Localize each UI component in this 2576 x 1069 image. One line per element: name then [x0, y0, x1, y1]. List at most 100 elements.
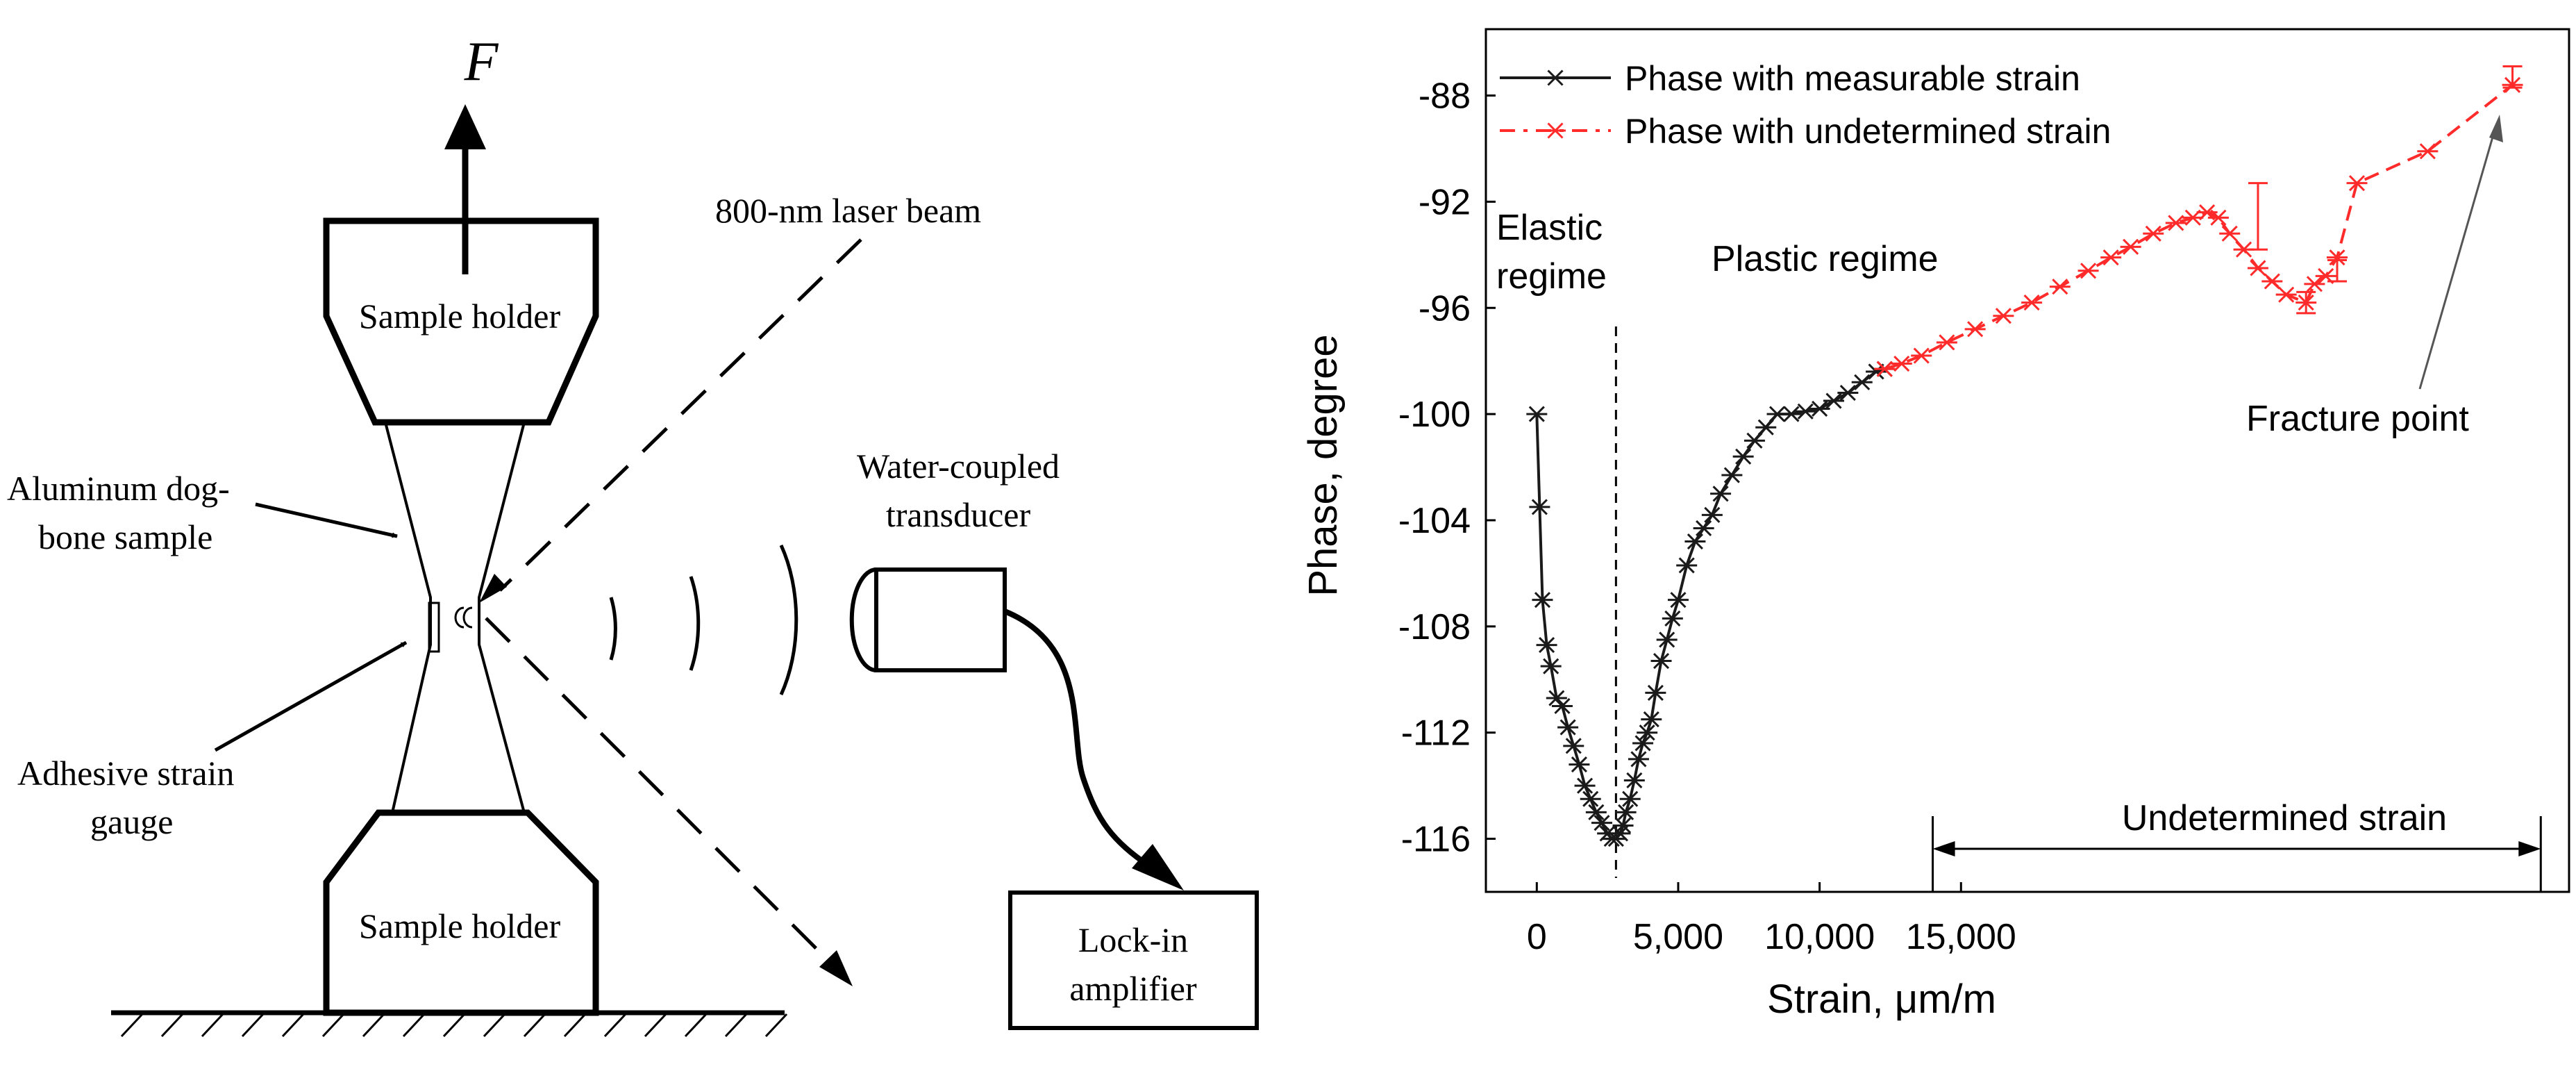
data-point: [2049, 279, 2071, 295]
fracture-pointer-arrowhead: [2489, 115, 2503, 142]
ground-hatch-mark: [603, 1013, 627, 1038]
error-bar: [2296, 290, 2316, 315]
series-line-1: [1884, 83, 2514, 371]
ground-hatch-mark: [402, 1013, 426, 1038]
data-point: [1780, 406, 1802, 422]
data-point: [1580, 790, 1601, 807]
data-point: [2219, 225, 2241, 242]
acoustic-waves: [609, 544, 798, 696]
legend-asterisk: [1545, 122, 1566, 139]
data-point: [2327, 249, 2348, 266]
laser-beam-arrowhead-out: [819, 950, 853, 986]
ground-hatch-mark: [321, 1013, 345, 1038]
data-point: [1612, 817, 1634, 834]
series-line-0: [1535, 367, 1885, 840]
data-point: [1743, 432, 1765, 449]
y-tick-label: -104: [1398, 501, 1471, 541]
legend-label-undetermined: Phase with undetermined strain: [1625, 112, 2111, 151]
data-point: [1721, 467, 1743, 483]
data-point: [2417, 143, 2439, 160]
top-sample-holder-label: Sample holder: [359, 297, 561, 335]
amplifier-label-line1: Lock-in: [1078, 920, 1188, 959]
data-point: [2261, 273, 2283, 290]
lock-in-amplifier-box: [1008, 890, 1259, 1030]
data-point: [1591, 815, 1612, 831]
ground-hatch-mark: [644, 1013, 667, 1038]
laser-beam-label: 800-nm laser beam: [715, 191, 981, 230]
gauge-label-line1: Adhesive strain: [17, 754, 234, 793]
data-point: [1641, 711, 1662, 728]
data-point: [2207, 209, 2229, 226]
transducer-label-line1: Water-coupled: [857, 447, 1060, 486]
data-point: [1529, 499, 1550, 515]
data-point: [1623, 772, 1645, 789]
data-point: [1936, 334, 1957, 351]
ground-hatch-mark: [523, 1013, 546, 1038]
data-point: [1732, 448, 1754, 465]
data-point: [1693, 520, 1714, 537]
data-point: [1993, 308, 2014, 324]
data-point: [1628, 751, 1649, 768]
data-point: [1755, 419, 1777, 436]
ground-hatch-mark: [120, 1013, 144, 1038]
experimental-setup-diagram: F Sample holder Sample holder: [7, 31, 1259, 1038]
data-point: [1615, 804, 1637, 820]
y-axis: -88-92-96-100-104-108-112-116: [1398, 76, 1496, 860]
data-point: [2120, 238, 2141, 255]
y-tick-label: -100: [1398, 395, 1471, 435]
data-point: [1585, 804, 1607, 820]
data-point: [1526, 406, 1548, 422]
transducer: [849, 567, 1007, 672]
ground-hatch-mark: [201, 1013, 224, 1038]
sample-label-line1: Aluminum dog-: [7, 469, 230, 508]
data-point: [1795, 403, 1816, 420]
y-tick-label: -88: [1419, 76, 1471, 117]
data-point: [1532, 592, 1553, 608]
data-point: [1891, 355, 1912, 372]
y-tick-label: -112: [1401, 713, 1471, 754]
x-tick-label: 15,000: [1906, 917, 2016, 957]
signal-cable-arrowhead: [1132, 844, 1184, 890]
fracture-point-label: Fracture point: [2246, 399, 2469, 439]
data-point: [2100, 249, 2122, 266]
data-point: [1809, 400, 1830, 417]
data-point: [2275, 286, 2297, 303]
data-point: [1851, 374, 1873, 390]
data-point: [1557, 719, 1579, 736]
data-point: [1710, 486, 1732, 502]
data-point: [1569, 756, 1590, 773]
laser-beam: [485, 238, 862, 963]
data-point: [1619, 790, 1641, 807]
legend-marker-undetermined: [1545, 122, 1566, 139]
data-point: [1637, 724, 1658, 741]
undetermined-strain-span: [1932, 816, 2542, 892]
x-tick-label: 10,000: [1764, 917, 1875, 957]
fracture-pointer-arrow: [2418, 124, 2498, 390]
legend-marker-measurable: [1545, 69, 1566, 86]
span-arrow-right: [2518, 841, 2541, 856]
bottom-sample-holder-label: Sample holder: [359, 906, 561, 945]
span-arrow-left: [1932, 841, 1955, 856]
data-point: [1551, 697, 1573, 715]
ground-hatch-mark: [362, 1013, 385, 1038]
ground-hatch-mark: [281, 1013, 305, 1038]
data-point: [2077, 263, 2099, 279]
gauge-label-line2: gauge: [90, 802, 173, 841]
error-bar: [2502, 65, 2523, 89]
laser-beam-arrowhead-in: [479, 574, 507, 603]
data-point: [1911, 347, 1932, 364]
ground-hatch-mark: [684, 1013, 708, 1038]
data-point: [1676, 557, 1698, 574]
ground-hatch-mark: [241, 1013, 265, 1038]
legend: Phase with measurable strain Phase with …: [1500, 59, 2111, 151]
x-tick-label: 5,000: [1633, 917, 1723, 957]
ground-hatch-mark: [724, 1013, 748, 1038]
data-point: [1667, 592, 1689, 608]
data-point: [1574, 777, 1596, 794]
amplifier-label-line2: amplifier: [1069, 969, 1197, 1008]
data-point: [2304, 276, 2325, 292]
error-bar: [2248, 182, 2268, 251]
sample-label-line2: bone sample: [38, 517, 212, 556]
